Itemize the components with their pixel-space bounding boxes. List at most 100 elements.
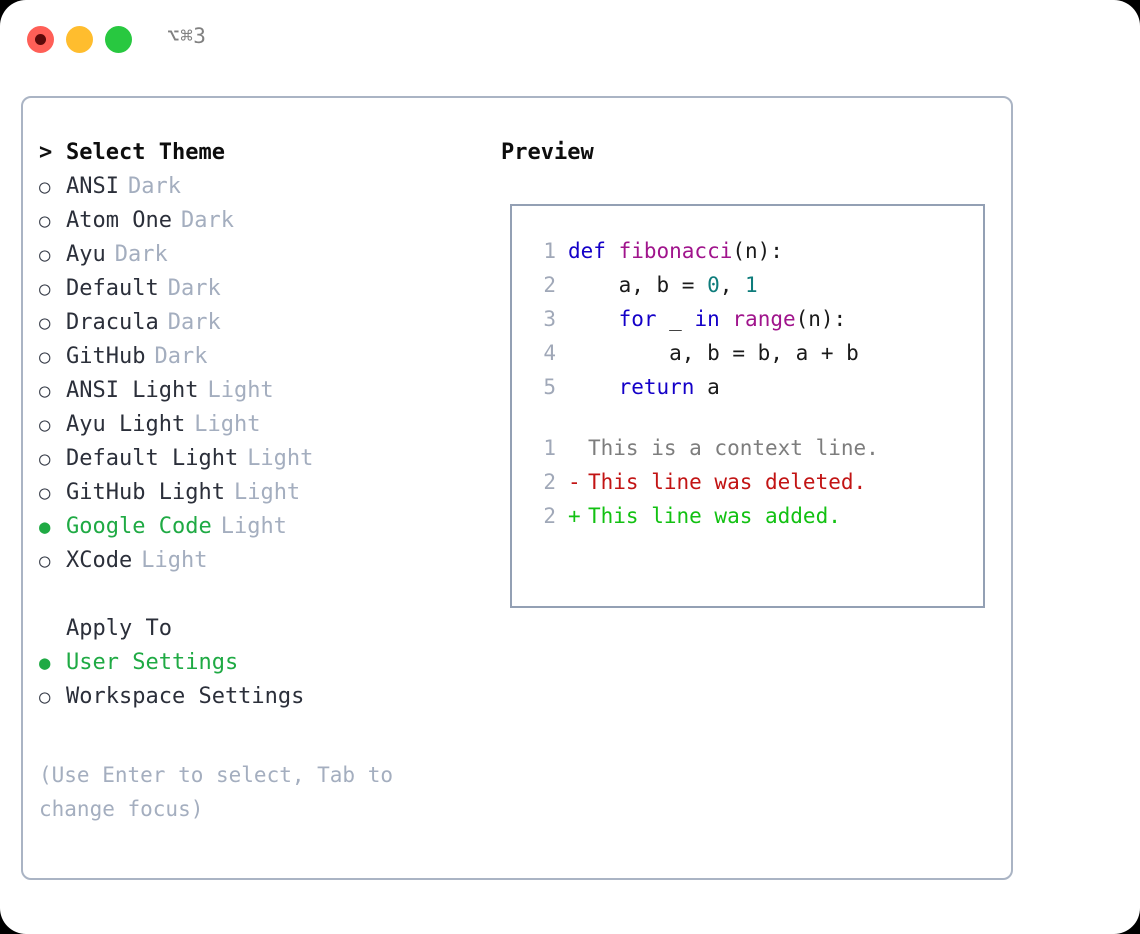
- theme-option-label: GitHub Light: [66, 480, 225, 505]
- code-text: def fibonacci(n):: [568, 239, 783, 263]
- radio-selected-icon: ●: [39, 652, 51, 674]
- line-number: 5: [543, 375, 556, 399]
- theme-option-kind: Light: [220, 514, 287, 539]
- line-number: 2: [543, 504, 556, 528]
- theme-option-kind: Light: [141, 548, 208, 573]
- code-line: 2 a, b = 0, 1: [530, 273, 983, 307]
- apply-to-option-user-settings[interactable]: ● User Settings: [39, 650, 469, 684]
- code-token: 1: [745, 273, 758, 297]
- code-token: def: [568, 239, 619, 263]
- code-token: 0: [707, 273, 720, 297]
- theme-option-ansi[interactable]: ○ ANSI Dark: [39, 174, 469, 208]
- radio-unselected-icon: ○: [39, 380, 51, 402]
- diff-text: This line was deleted.: [588, 470, 867, 494]
- diff-marker: -: [568, 470, 581, 494]
- radio-selected-icon: ●: [39, 516, 51, 538]
- radio-unselected-icon: ○: [39, 176, 51, 198]
- radio-unselected-icon: ○: [39, 550, 51, 572]
- list-spacer: [39, 582, 469, 616]
- apply-to-options: ● User Settings ○Workspace Settings: [39, 650, 469, 718]
- code-token: for: [618, 307, 657, 331]
- diff-marker: [568, 436, 588, 460]
- apply-to-option-label: User Settings: [66, 650, 239, 675]
- code-text: a, b = b, a + b: [568, 341, 859, 365]
- theme-option-label: Google Code: [66, 514, 212, 539]
- zoom-button[interactable]: [105, 26, 132, 53]
- code-line: 3 for _ in range(n):: [530, 307, 983, 341]
- theme-option-kind: Dark: [167, 276, 221, 301]
- apply-to-heading-label: Apply To: [66, 616, 172, 641]
- theme-list-heading: > Select Theme: [39, 140, 469, 174]
- keyboard-shortcut-label: ⌥⌘3: [167, 24, 207, 48]
- theme-option-kind: Light: [247, 446, 314, 471]
- radio-unselected-icon: ○: [39, 482, 51, 504]
- theme-option-github[interactable]: ○ GitHub Dark: [39, 344, 469, 378]
- theme-option-label: XCode: [66, 548, 133, 573]
- theme-option-label: Dracula: [66, 310, 159, 335]
- diff-sample: 1 This is a context line.2-This line was…: [512, 409, 983, 538]
- apply-to-heading: Apply To: [39, 616, 469, 650]
- line-number: 4: [543, 341, 556, 365]
- theme-option-label: GitHub: [66, 344, 146, 369]
- line-number: 1: [543, 239, 556, 263]
- radio-unselected-icon: ○: [39, 414, 51, 436]
- code-token: a: [694, 375, 720, 399]
- theme-option-kind: Light: [207, 378, 274, 403]
- code-token: a, b = b, a + b: [568, 341, 859, 365]
- code-token: [568, 375, 619, 399]
- theme-option-label: ANSI: [66, 174, 119, 199]
- radio-unselected-icon: ○: [39, 312, 51, 334]
- code-token: (n):: [795, 307, 847, 331]
- code-token: range: [732, 307, 796, 331]
- theme-option-kind: Dark: [114, 242, 168, 267]
- line-number: 1: [543, 436, 556, 460]
- theme-option-kind: Light: [194, 412, 261, 437]
- theme-option-atom-one[interactable]: ○ Atom One Dark: [39, 208, 469, 242]
- theme-option-ansi-light[interactable]: ○ ANSI Light Light: [39, 378, 469, 412]
- radio-unselected-icon: ○: [39, 346, 51, 368]
- diff-text: This is a context line.: [588, 436, 879, 460]
- diff-line: 1 This is a context line.: [530, 436, 983, 470]
- code-token: (n):: [732, 239, 783, 263]
- theme-option-kind: Dark: [154, 344, 208, 369]
- caret-icon: >: [39, 140, 53, 165]
- diff-line: 2-This line was deleted.: [530, 470, 983, 504]
- code-text: a, b = 0, 1: [568, 273, 758, 297]
- code-token: _: [656, 307, 695, 331]
- title-bar: ⌥⌘3: [0, 0, 1140, 78]
- theme-option-kind: Dark: [180, 208, 234, 233]
- code-text: return a: [568, 375, 720, 399]
- theme-option-kind: Dark: [127, 174, 181, 199]
- code-token: fibonacci: [618, 239, 733, 263]
- theme-option-google-code[interactable]: ● Google Code Light: [39, 514, 469, 548]
- code-token: ,: [719, 273, 746, 297]
- minimize-button[interactable]: [66, 26, 93, 53]
- theme-option-label: ANSI Light: [66, 378, 199, 403]
- apply-to-option-label: Workspace Settings: [66, 684, 305, 709]
- radio-unselected-icon: ○: [39, 210, 51, 232]
- theme-option-dracula[interactable]: ○ Dracula Dark: [39, 310, 469, 344]
- line-number: 2: [543, 273, 556, 297]
- apply-to-option-workspace-settings[interactable]: ○Workspace Settings: [39, 684, 469, 718]
- theme-option-label: Atom One: [66, 208, 172, 233]
- theme-option-xcode[interactable]: ○ XCode Light: [39, 548, 469, 582]
- code-line: 5 return a: [530, 375, 983, 409]
- theme-option-label: Default: [66, 276, 159, 301]
- code-token: in: [694, 307, 720, 331]
- code-token: [568, 307, 619, 331]
- diff-marker: +: [568, 504, 581, 528]
- diff-text: This line was added.: [588, 504, 841, 528]
- theme-option-label: Ayu: [66, 242, 106, 267]
- code-token: return: [618, 375, 695, 399]
- theme-option-kind: Dark: [167, 310, 221, 335]
